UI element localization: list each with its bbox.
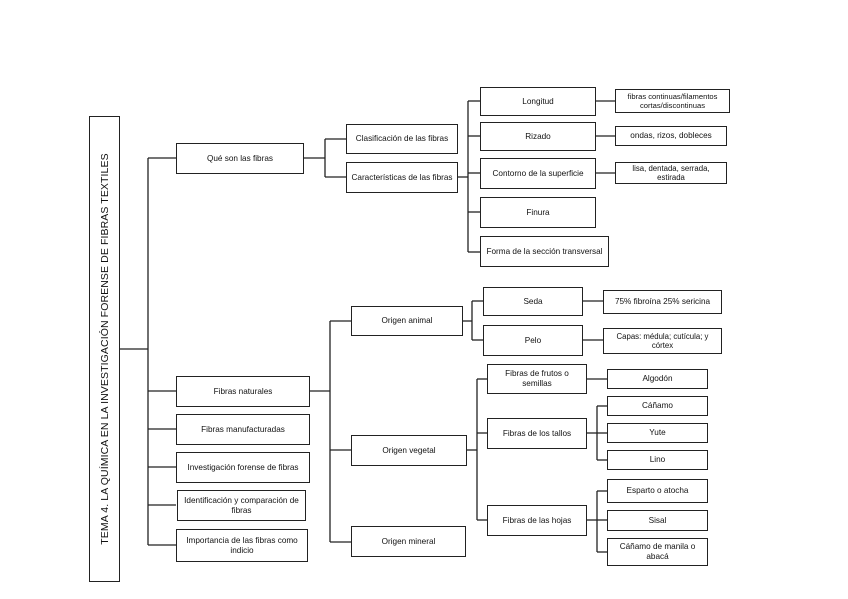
node-label: Identificación y comparación de fibras [184, 495, 299, 515]
node-label: Fibras de las hojas [502, 515, 572, 525]
node-seda[interactable]: Seda [483, 287, 583, 316]
detail-contorno[interactable]: lisa, dentada, serrada, estirada [615, 162, 727, 184]
node-caracteristicas-fibras[interactable]: Características de las fibras [346, 162, 458, 193]
leaf-canamo-manila[interactable]: Cáñamo de manila o abacá [607, 538, 708, 566]
detail-rizado[interactable]: ondas, rizos, dobleces [615, 126, 727, 146]
node-contorno-superficie[interactable]: Contorno de la superficie [480, 158, 596, 189]
node-label: fibras continuas/filamentos cortas/disco… [627, 91, 718, 110]
node-label: Fibras manufacturadas [201, 424, 285, 434]
node-label: Algodón [642, 374, 673, 384]
leaf-yute[interactable]: Yute [607, 423, 708, 443]
node-label: Capas: médula; cutícula; y córtex [616, 331, 709, 350]
detail-pelo[interactable]: Capas: médula; cutícula; y córtex [603, 328, 722, 354]
root-title: TEMA 4. LA QUÍMICA EN LA INVESTIGACIÓN F… [98, 153, 111, 545]
node-label: Fibras de frutos o semillas [505, 369, 569, 388]
node-label: Seda [523, 296, 543, 306]
node-label: Origen vegetal [382, 445, 436, 455]
node-que-son-las-fibras[interactable]: Qué son las fibras [176, 143, 304, 174]
node-origen-vegetal[interactable]: Origen vegetal [351, 435, 467, 466]
detail-seda[interactable]: 75% fibroína 25% sericina [603, 290, 722, 314]
node-label: lisa, dentada, serrada, estirada [632, 163, 710, 182]
node-origen-animal[interactable]: Origen animal [351, 306, 463, 336]
detail-longitud[interactable]: fibras continuas/filamentos cortas/disco… [615, 89, 730, 113]
node-forma-seccion[interactable]: Forma de la sección transversal [480, 236, 609, 267]
leaf-esparto[interactable]: Esparto o atocha [607, 479, 708, 503]
node-label: Qué son las fibras [207, 153, 273, 163]
node-fibras-naturales[interactable]: Fibras naturales [176, 376, 310, 407]
node-label: Cáñamo de manila o abacá [619, 542, 696, 561]
node-label: Importancia de las fibras como indicio [186, 535, 298, 555]
node-label: Yute [649, 428, 666, 438]
node-fibras-manufacturadas[interactable]: Fibras manufacturadas [176, 414, 310, 445]
node-label: Forma de la sección transversal [486, 246, 603, 256]
leaf-canamo[interactable]: Cáñamo [607, 396, 708, 416]
root-title-box: TEMA 4. LA QUÍMICA EN LA INVESTIGACIÓN F… [89, 116, 120, 582]
node-pelo[interactable]: Pelo [483, 325, 583, 356]
node-label: Finura [526, 207, 550, 217]
node-fibras-hojas[interactable]: Fibras de las hojas [487, 505, 587, 536]
node-frutos-semillas[interactable]: Fibras de frutos o semillas [487, 364, 587, 394]
node-origen-mineral[interactable]: Origen mineral [351, 526, 466, 557]
node-label: 75% fibroína 25% sericina [614, 297, 711, 307]
node-label: Lino [649, 455, 666, 465]
leaf-sisal[interactable]: Sisal [607, 510, 708, 531]
node-investigacion-forense[interactable]: Investigación forense de fibras [176, 452, 310, 483]
node-label: Fibras de los tallos [502, 428, 572, 438]
node-label: Esparto o atocha [626, 486, 689, 496]
node-label: Investigación forense de fibras [187, 462, 299, 472]
node-finura[interactable]: Finura [480, 197, 596, 228]
node-rizado[interactable]: Rizado [480, 122, 596, 151]
node-label: Rizado [525, 131, 551, 141]
node-label: Cáñamo [642, 401, 673, 411]
node-label: Características de las fibras [351, 172, 453, 182]
node-label: Longitud [522, 96, 554, 106]
node-fibras-tallos[interactable]: Fibras de los tallos [487, 418, 587, 449]
node-importancia-indicio[interactable]: Importancia de las fibras como indicio [176, 529, 308, 562]
node-label: Origen animal [381, 316, 433, 326]
node-identificacion-comparacion[interactable]: Identificación y comparación de fibras [177, 490, 306, 521]
node-label: Pelo [524, 335, 542, 345]
leaf-algodon[interactable]: Algodón [607, 369, 708, 389]
node-label: Origen mineral [381, 536, 436, 546]
node-label: Fibras naturales [213, 386, 273, 396]
node-label: Sisal [648, 515, 667, 525]
node-label: Clasificación de las fibras [355, 134, 449, 144]
node-label: ondas, rizos, dobleces [630, 131, 712, 141]
node-longitud[interactable]: Longitud [480, 87, 596, 116]
node-clasificacion-fibras[interactable]: Clasificación de las fibras [346, 124, 458, 154]
node-label: Contorno de la superficie [492, 168, 584, 178]
leaf-lino[interactable]: Lino [607, 450, 708, 470]
